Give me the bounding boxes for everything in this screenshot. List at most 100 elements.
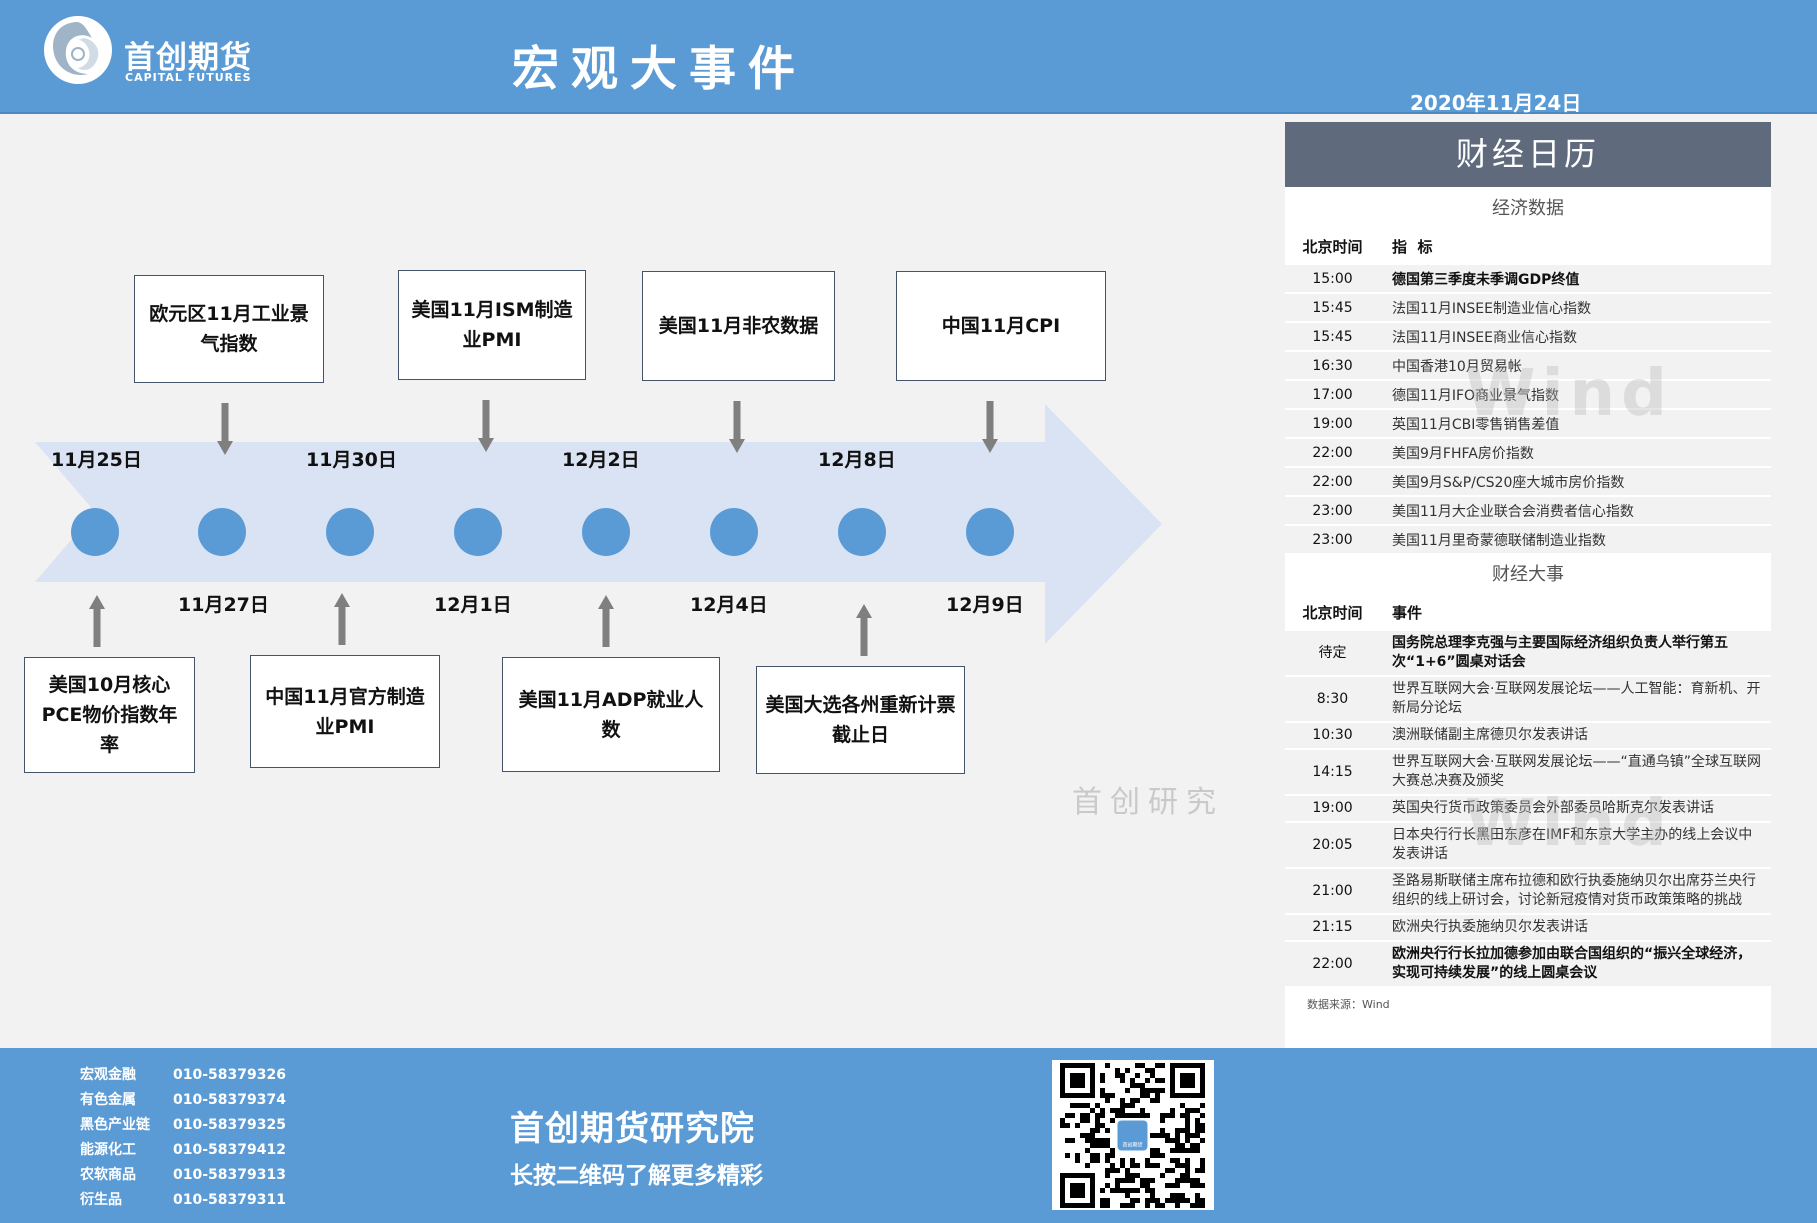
timeline-dot xyxy=(198,508,246,556)
event-text-line: 气指数 xyxy=(200,333,258,355)
event-text-line: 业PMI xyxy=(462,329,522,351)
event-description: 世界互联网大会·互联网发展论坛——“直通乌镇”全球互联网大赛总决赛及颁奖 xyxy=(1392,754,1761,789)
contact-phone: 010-58379313 xyxy=(173,1167,286,1183)
timeline-date-label: 11月27日 xyxy=(178,594,269,616)
event-time: 8:30 xyxy=(1316,690,1349,707)
econ-table-header: 北京时间 指 标 xyxy=(1285,231,1771,263)
qr-hint: 长按二维码了解更多精彩 xyxy=(510,1163,763,1189)
contact-row: 有色金属 010-58379374 xyxy=(80,1088,286,1113)
timeline-dot xyxy=(582,508,630,556)
econ-indicator: 英国11月CBI零售销售差值 xyxy=(1392,416,1560,433)
event-description: 欧洲央行行长拉加德参加由联合国组织的“振兴全球经济，实现可持续发展”的线上圆桌会… xyxy=(1392,946,1752,981)
institute-watermark: 首创研究 xyxy=(1072,785,1224,820)
event-time: 19:00 xyxy=(1312,800,1353,816)
timeline-dot xyxy=(326,508,374,556)
timeline-date-label: 11月30日 xyxy=(306,449,397,471)
econ-time: 19:00 xyxy=(1312,415,1353,432)
event-description: 世界互联网大会·互联网发展论坛——人工智能：育新机、开新局分论坛 xyxy=(1392,681,1761,716)
event-description: 国务院总理李克强与主要国际经济组织负责人举行第五次“1+6”圆桌对话会 xyxy=(1392,635,1728,670)
event-pointer-arrowhead xyxy=(729,439,745,453)
events-time-header: 北京时间 xyxy=(1302,604,1363,622)
econ-row: 19:00 英国11月CBI零售销售差值 xyxy=(1285,408,1771,437)
event-pointer-arrowhead xyxy=(982,439,998,453)
event-description: 澳洲联储副主席德贝尔发表讲话 xyxy=(1392,727,1588,743)
event-pointer-arrowhead xyxy=(598,595,614,609)
econ-indicator: 德国11月IFO商业景气指数 xyxy=(1392,387,1560,404)
events-title: 财经大事 xyxy=(1492,564,1564,585)
institute-name: 首创期货研究院 xyxy=(510,1109,755,1149)
event-text-line: PCE物价指数年率 xyxy=(41,704,178,756)
timeline-date-label: 12月9日 xyxy=(946,594,1024,616)
event-text-line: 美国11月非农数据 xyxy=(658,315,819,337)
econ-time: 15:45 xyxy=(1312,299,1353,316)
event-time: 22:00 xyxy=(1312,955,1353,972)
event-box: 美国11月非农数据 xyxy=(642,271,835,381)
event-pointer-arrowhead xyxy=(478,438,494,452)
contact-phone: 010-58379311 xyxy=(173,1192,286,1208)
econ-indicator: 法国11月INSEE制造业信心指数 xyxy=(1392,300,1591,317)
brand-name: 首创期货 xyxy=(124,40,252,76)
wind-watermark: Wind xyxy=(1465,787,1673,861)
events-table: 待定 国务院总理李克强与主要国际经济组织负责人举行第五次“1+6”圆桌对话会 8:3… xyxy=(1285,629,1771,986)
event-text-line: 截止日 xyxy=(831,724,889,746)
event-pointer-arrowhead xyxy=(856,604,872,618)
data-source: 数据来源：Wind xyxy=(1307,998,1390,1011)
timeline-date-label: 11月25日 xyxy=(51,449,142,471)
event-time: 21:00 xyxy=(1312,882,1353,899)
timeline-dot xyxy=(838,508,886,556)
header-bar: 首创期货 CAPITAL FUTURES 宏观大事件 2020年11月24日 xyxy=(0,0,1817,115)
econ-indicator: 美国11月里奇蒙德联储制造业指数 xyxy=(1392,532,1606,549)
contact-dept: 农软商品 xyxy=(80,1167,136,1183)
event-pointer-arrowhead xyxy=(334,593,350,607)
event-text-line: 业PMI xyxy=(315,715,375,738)
timeline-date-label: 12月4日 xyxy=(690,594,768,616)
timeline-date-label: 12月1日 xyxy=(434,594,512,616)
timeline-dot xyxy=(966,508,1014,556)
contact-dept: 有色金属 xyxy=(80,1092,136,1108)
timeline-date-label: 12月8日 xyxy=(818,449,896,471)
qr-code-icon[interactable]: 首创期货 xyxy=(1052,1060,1214,1210)
contact-phone: 010-58379325 xyxy=(173,1117,286,1133)
contact-dept: 宏观金融 xyxy=(80,1067,136,1083)
econ-time: 15:45 xyxy=(1312,328,1353,345)
econ-time: 23:00 xyxy=(1312,502,1353,519)
contact-dept: 能源化工 xyxy=(80,1142,136,1158)
wind-watermark: Wind xyxy=(1465,357,1673,431)
events-table-header: 北京时间 事件 xyxy=(1285,597,1771,629)
page-title: 宏观大事件 xyxy=(512,42,807,97)
event-description: 欧洲央行执委施纳贝尔发表讲话 xyxy=(1392,919,1588,935)
econ-row: 23:00 美国11月大企业联合会消费者信心指数 xyxy=(1285,495,1771,524)
qr-center-label: 首创期货 xyxy=(1122,1142,1142,1149)
contact-row: 农软商品 010-58379313 xyxy=(80,1163,286,1188)
calendar-title: 财经日历 xyxy=(1285,122,1771,187)
event-time: 待定 xyxy=(1318,644,1347,661)
event-row: 21:15 欧洲央行执委施纳贝尔发表讲话 xyxy=(1285,913,1771,940)
contact-phone: 010-58379374 xyxy=(173,1092,286,1108)
brand-name-en: CAPITAL FUTURES xyxy=(125,71,252,84)
econ-indicator: 美国9月S&P/CS20座大城市房价指数 xyxy=(1392,474,1625,491)
econ-time: 17:00 xyxy=(1312,386,1353,403)
event-row: 8:30 世界互联网大会·互联网发展论坛——人工智能：育新机、开新局分论坛 xyxy=(1285,675,1771,721)
econ-indicator: 美国11月大企业联合会消费者信心指数 xyxy=(1392,503,1634,520)
event-description: 日本央行行长黑田东彦在IMF和东京大学主办的线上会议中发表讲话 xyxy=(1392,827,1753,862)
event-time: 21:15 xyxy=(1312,919,1353,935)
event-text-line: 中国11月CPI xyxy=(941,315,1061,337)
econ-data-title: 经济数据 xyxy=(1492,198,1564,219)
econ-time: 16:30 xyxy=(1312,357,1353,374)
